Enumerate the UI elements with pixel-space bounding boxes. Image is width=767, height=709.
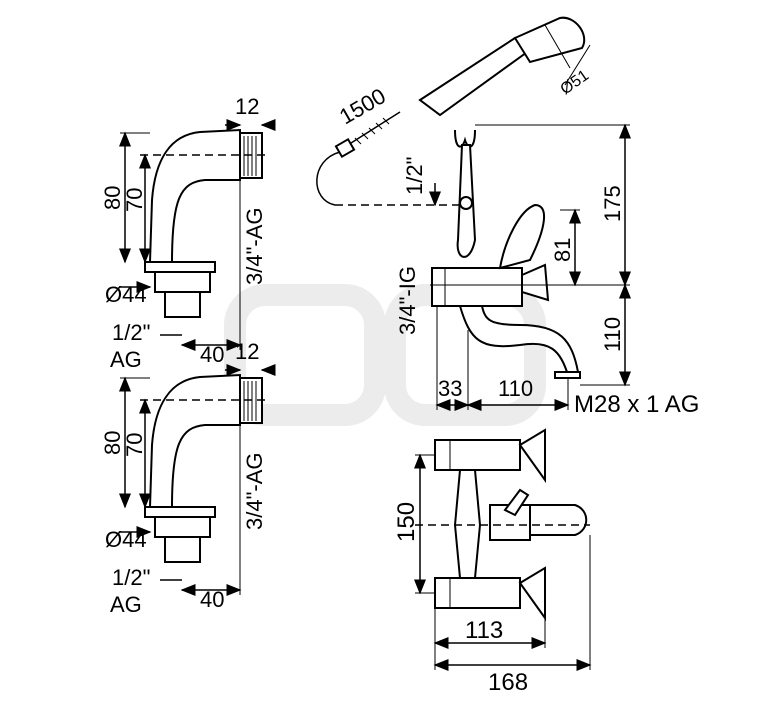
thread-label: 3/4"-AG (242, 452, 267, 530)
shower-fitting-bottom: 12 80 70 3/4"-AG Ø44 1/2" AG 40 (100, 339, 276, 617)
watermark-logo (224, 284, 546, 426)
dim-width: 12 (235, 94, 259, 119)
dim-center-distance: 150 (393, 502, 420, 542)
dim-spout-reach: 110 (498, 376, 533, 401)
dim-offset: 33 (438, 376, 462, 401)
hose-connection: 1/2" (402, 157, 427, 195)
dim-spout-height: 110 (600, 317, 625, 352)
dim-depth: 40 (200, 587, 224, 612)
dim-depth: 40 (200, 342, 224, 367)
shower-fitting-top: 12 80 70 3/4"-AG Ø44 1/2" AG 40 (100, 94, 276, 372)
mixer-side-view: 1500 Ø51 1/2" 175 81 3/4"-IG 110 33 110 … (316, 16, 699, 418)
inlet-thread: 3/4"-IG (395, 266, 420, 335)
dim-height-total: 80 (100, 431, 125, 455)
dim-width: 12 (235, 339, 259, 364)
thread-label: 3/4"-AG (242, 207, 267, 285)
hand-shower (418, 36, 532, 117)
dim-height-inner: 70 (122, 433, 147, 457)
dim-width-body: 113 (465, 617, 503, 644)
connection-type: AG (110, 592, 142, 617)
connection-size: 1/2" (112, 320, 150, 345)
diameter-label: Ø44 (105, 527, 147, 552)
dim-height-inner: 70 (122, 188, 147, 212)
spout-thread: M28 x 1 AG (574, 391, 699, 418)
dim-handle-height: 81 (550, 238, 575, 262)
diameter-label: Ø44 (105, 282, 147, 307)
shower-diameter: Ø51 (558, 67, 593, 98)
mixer-front-view: 150 113 168 (393, 428, 592, 696)
connection-size: 1/2" (112, 565, 150, 590)
dim-height-total: 80 (100, 186, 125, 210)
dim-width-total: 168 (488, 669, 528, 696)
hose-length: 1500 (335, 83, 390, 129)
dim-total-height: 175 (600, 185, 625, 222)
hose-spiral (354, 117, 390, 145)
connection-type: AG (110, 347, 142, 372)
